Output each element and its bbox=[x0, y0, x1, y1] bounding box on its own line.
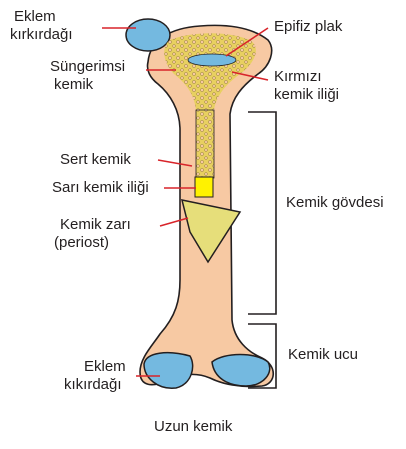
spongy-bone bbox=[164, 33, 256, 110]
marrow-cavity bbox=[195, 109, 215, 179]
epiphyseal-plate bbox=[187, 53, 237, 67]
label-epifiz-plak: Epifiz plak bbox=[274, 18, 343, 35]
label-eklem-kikirdagi-bottom-line2: kıkırdağı bbox=[64, 376, 122, 393]
top-cartilage bbox=[125, 18, 171, 52]
label-kemik-zari-line2: (periost) bbox=[54, 234, 110, 251]
periosteum-flap bbox=[180, 199, 242, 264]
label-kirmizi-line2: kemik iliği bbox=[274, 86, 340, 103]
pointer-periosteum bbox=[159, 217, 189, 227]
pointer-compact bbox=[157, 159, 193, 167]
label-eklem-kikirdagi-top-line1: Eklem bbox=[14, 8, 56, 25]
label-kirmizi-line1: Kırmızı bbox=[274, 68, 322, 85]
bottom-cartilage-left bbox=[143, 351, 194, 389]
label-sert-kemik: Sert kemik bbox=[60, 151, 131, 168]
pointer-red-marrow bbox=[231, 71, 269, 81]
label-kemik-ucu: Kemik ucu bbox=[288, 346, 359, 363]
label-kemik-govdesi: Kemik gövdesi bbox=[286, 194, 384, 211]
bottom-cartilage-right bbox=[211, 353, 271, 387]
label-sungerimsi-line2: kemik bbox=[54, 76, 94, 93]
label-sari-kemik-iligi: Sarı kemik iliği bbox=[52, 179, 149, 196]
label-sungerimsi-line1: Süngerimsi bbox=[50, 58, 126, 75]
label-kemik-zari-line1: Kemik zarı bbox=[60, 216, 131, 233]
bracket-shaft bbox=[248, 111, 277, 315]
caption: Uzun kemik bbox=[154, 418, 233, 435]
bracket-end bbox=[248, 323, 277, 389]
label-eklem-kikirdagi-top-line2: kırkırdağı bbox=[10, 26, 73, 43]
label-eklem-kikirdagi-bottom-line1: Eklem bbox=[84, 358, 126, 375]
pointer-epiphyseal bbox=[225, 27, 269, 57]
yellow-marrow bbox=[194, 176, 214, 198]
